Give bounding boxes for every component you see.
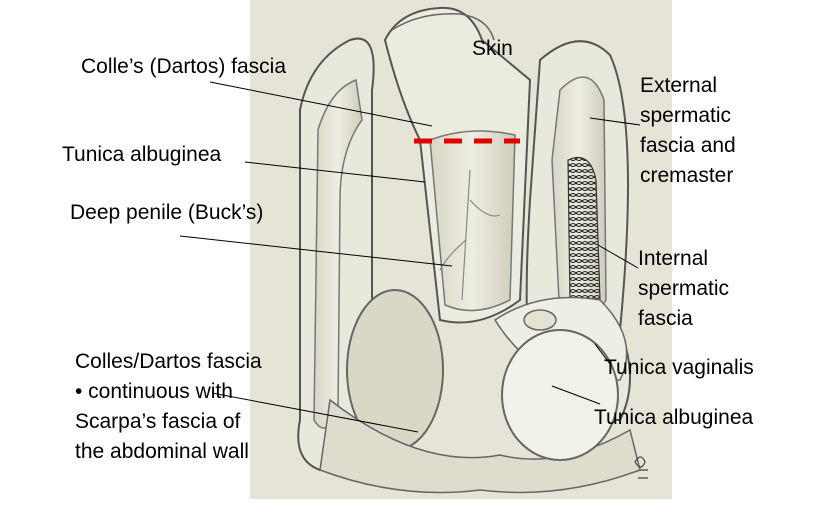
- leader-tunica-albuginea-testis: [551, 385, 601, 405]
- label-line: fascia and: [640, 134, 736, 157]
- label-line: spermatic: [640, 104, 732, 127]
- label-deep-penile-fascia: Deep penile (Buck’s): [70, 201, 264, 224]
- label-line: the abdominal wall: [75, 440, 249, 463]
- pampiniform-plexus: [567, 156, 601, 307]
- label-line: External: [640, 74, 718, 97]
- leader-tunica-vaginalis: [594, 343, 611, 365]
- label-line: • continuous with: [75, 380, 233, 403]
- right-testis: [501, 329, 619, 461]
- label-external-spermatic-fascia: External spermatic fascia and cremaster: [640, 71, 736, 191]
- glans-contour: [391, 13, 495, 41]
- leader-internal-spermatic: [597, 244, 639, 269]
- leader-external-spermatic: [589, 117, 641, 126]
- label-colles-dartos-fascia: Colle’s (Dartos) fascia: [81, 55, 287, 78]
- leader-lines: [179, 81, 641, 433]
- label-line: Colles/Dartos fascia: [75, 350, 262, 373]
- label-tunica-albuginea-penis: Tunica albuginea: [62, 143, 222, 166]
- label-colles-note: Colles/Dartos fascia • continuous with S…: [75, 347, 262, 467]
- label-line: fascia: [638, 307, 693, 330]
- leader-deep-penile-fascia: [179, 235, 453, 267]
- leader-colles-fascia: [209, 81, 433, 127]
- leader-colles-note: [211, 392, 419, 433]
- label-internal-spermatic-fascia: Internal spermatic fascia: [638, 244, 729, 334]
- label-line: Internal: [638, 247, 709, 270]
- label-line: Scarpa’s fascia of: [75, 410, 241, 433]
- leader-tunica-albuginea-penis: [244, 161, 426, 183]
- label-line: spermatic: [638, 277, 730, 300]
- corpora: [429, 130, 516, 312]
- artist-signature: [634, 456, 648, 479]
- penile-vessels: [439, 169, 501, 301]
- label-skin: Skin: [472, 37, 513, 60]
- label-tunica-vaginalis: Tunica vaginalis: [604, 356, 754, 379]
- epididymis-head: [523, 309, 557, 331]
- label-tunica-albuginea-testis: Tunica albuginea: [594, 406, 754, 429]
- label-line: cremaster: [640, 164, 734, 187]
